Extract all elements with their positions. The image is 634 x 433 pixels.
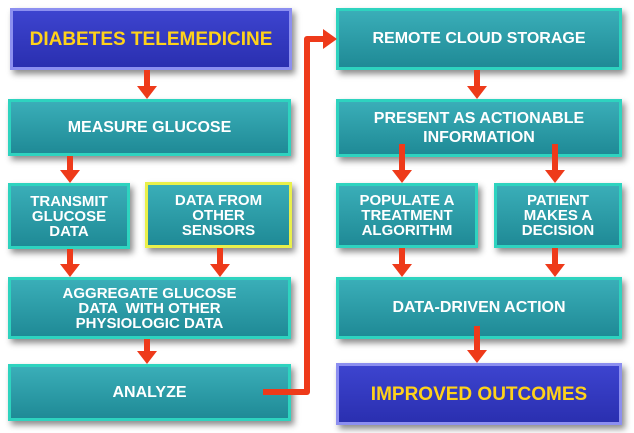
arrow-measure-to-transmit [60,156,80,183]
node-present-actionable-information: PRESENT AS ACTIONABLE INFORMATION [336,99,622,157]
node-populate-line-3: ALGORITHM [361,222,453,239]
node-sensors-line-3: SENSORS [181,221,256,239]
node-transmit-glucose-data: TRANSMIT GLUCOSE DATA [8,183,130,249]
node-analyze-label: ANALYZE [112,383,187,401]
node-populate-line-1: POPULATE A [359,192,455,209]
node-aggregate-line-2: DATA WITH OTHER [78,299,221,317]
node-measure-glucose: MEASURE GLUCOSE [8,99,291,156]
node-present-line-1: PRESENT AS ACTIONABLE [373,109,585,127]
arrow-present-to-populate [392,144,412,183]
arrow-title-to-measure [137,70,157,99]
node-sensors-line-1: DATA FROM [174,191,263,209]
arrow-patient-to-action [545,248,565,277]
node-improved-outcomes-label: IMPROVED OUTCOMES [370,383,588,405]
arrow-present-to-patient [545,144,565,183]
node-aggregate-glucose-data: AGGREGATE GLUCOSE DATA WITH OTHER PHYSIO… [8,277,291,339]
arrow-analyze-to-cloud [263,29,337,395]
arrow-action-to-outcomes [467,326,487,363]
arrow-sensors-to-aggregate [210,248,230,277]
node-patient-line-1: PATIENT [527,192,589,209]
arrow-populate-to-action [392,248,412,277]
node-populate-treatment-algorithm: POPULATE A TREATMENT ALGORITHM [336,183,478,248]
node-data-from-other-sensors: DATA FROM OTHER SENSORS [145,182,292,248]
arrow-cloud-to-present [467,70,487,99]
node-present-line-2: INFORMATION [423,129,535,146]
node-remote-cloud-storage-label: REMOTE CLOUD STORAGE [372,30,586,47]
node-measure-glucose-label: MEASURE GLUCOSE [67,118,232,136]
node-transmit-line-2: GLUCOSE [31,207,107,225]
node-sensors-line-2: OTHER [192,206,245,224]
node-populate-line-2: TREATMENT [361,207,453,224]
node-aggregate-line-1: AGGREGATE GLUCOSE [62,284,237,302]
node-patient-makes-decision: PATIENT MAKES A DECISION [494,183,622,248]
node-diabetes-telemedicine: DIABETES TELEMEDICINE [10,8,292,70]
node-improved-outcomes: IMPROVED OUTCOMES [336,363,622,425]
node-data-driven-action-label: DATA-DRIVEN ACTION [392,299,566,316]
node-transmit-line-1: TRANSMIT [30,192,108,210]
node-patient-line-2: MAKES A [523,207,593,224]
node-aggregate-line-3: PHYSIOLOGIC DATA [75,314,224,332]
arrow-transmit-to-aggregate [60,249,80,277]
node-remote-cloud-storage: REMOTE CLOUD STORAGE [336,8,622,70]
arrow-aggregate-to-analyze [137,339,157,364]
node-patient-line-3: DECISION [521,222,595,239]
node-transmit-line-3: DATA [49,222,89,240]
node-diabetes-telemedicine-label: DIABETES TELEMEDICINE [29,28,273,50]
